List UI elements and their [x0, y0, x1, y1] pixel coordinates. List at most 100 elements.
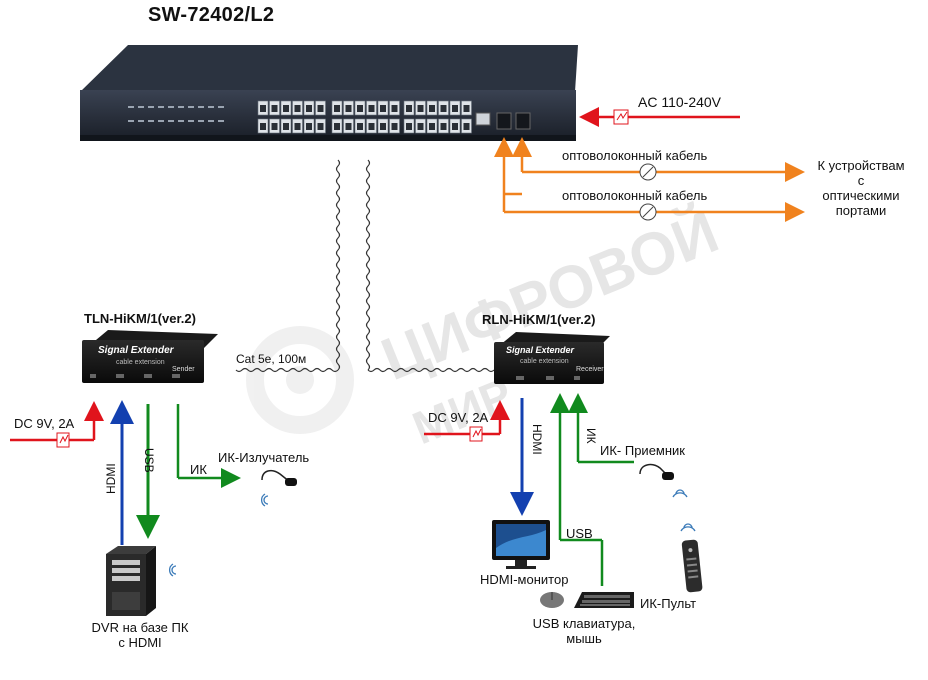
watermark-gear-icon	[246, 326, 354, 434]
cable-label: Cat 5e, 100м	[236, 352, 307, 366]
sender-model-label: TLN-HiKM/1(ver.2)	[84, 311, 196, 326]
pc-tower-icon	[106, 546, 156, 616]
receiver-device-title: Signal Extender	[506, 345, 575, 355]
receiver-device-subtitle: cable extension	[520, 358, 569, 365]
fiber-line-a	[512, 137, 805, 182]
receiver-usb-label: USB	[566, 526, 593, 541]
fiber-coil-icon-1	[639, 163, 657, 181]
ir-receiver-label: ИК- Приемник	[600, 443, 685, 458]
switch-port-socket	[283, 123, 289, 130]
switch-port-socket	[345, 105, 352, 112]
sender-device-title: Signal Extender	[98, 345, 174, 356]
sender-usb-label: USB	[142, 448, 156, 473]
optical-devices-label: К устройствам с оптическими портами	[817, 158, 905, 218]
switch-port-socket	[294, 123, 301, 130]
switch-led	[158, 106, 164, 108]
twisted-pair-cable-2	[365, 159, 371, 371]
wireless-icon-1	[261, 493, 269, 507]
monitor-icon	[492, 520, 550, 569]
wireless-icon-4	[680, 523, 696, 532]
twisted-pair-cable-4	[367, 367, 495, 373]
switch-led	[168, 120, 174, 122]
ac-power-label: AC 110-240V	[638, 94, 722, 110]
switch-led	[208, 120, 214, 122]
switch-port-socket	[452, 105, 458, 112]
ir-receiver-icon	[639, 463, 674, 480]
sender-power-label: DC 9V, 2A	[14, 416, 75, 431]
switch-ports	[257, 100, 472, 134]
receiver-device-tag: Receiver	[576, 366, 604, 373]
twisted-pair-cable-1	[335, 159, 341, 371]
fiber-coil-icon-2	[639, 203, 657, 221]
receiver-device	[494, 332, 610, 384]
switch-led	[188, 106, 194, 108]
switch-led	[168, 106, 174, 108]
ir-emitter-label: ИК-Излучатель	[218, 450, 310, 465]
switch-led	[148, 106, 154, 108]
switch-led	[128, 106, 134, 108]
switch-port-socket	[283, 105, 289, 112]
pc-label: DVR на базе ПК с HDMI	[91, 620, 189, 650]
switch-port-socket	[334, 123, 340, 130]
ir-emitter-icon	[261, 469, 297, 486]
switch-port-socket	[334, 105, 340, 112]
switch-port-socket	[271, 123, 278, 130]
switch-port-socket	[368, 123, 375, 130]
switch-port-socket	[306, 123, 312, 130]
sender-hdmi-label: HDMI	[104, 463, 118, 494]
switch-port-socket	[260, 105, 266, 112]
mouse-icon	[540, 592, 564, 608]
switch-led	[138, 106, 144, 108]
sender-device	[82, 330, 218, 383]
wireless-icon-2	[169, 563, 177, 577]
keyboard-icon	[574, 592, 634, 608]
receiver-ir-label: ИК	[584, 428, 598, 444]
receiver-power-plug-icon	[469, 426, 483, 442]
remote-label: ИК-Пульт	[640, 596, 697, 611]
switch-port-socket	[417, 105, 424, 112]
switch-port-socket	[294, 105, 301, 112]
switch-port-socket	[357, 123, 363, 130]
switch-led	[138, 120, 144, 122]
switch-led	[188, 120, 194, 122]
switch-port-socket	[345, 123, 352, 130]
sender-ir-label: ИК	[190, 462, 207, 477]
switch-port-socket	[368, 105, 375, 112]
sender-power-plug-icon	[56, 432, 70, 448]
switch-port-socket	[440, 105, 447, 112]
switch-port-socket	[406, 105, 412, 112]
switch-leds	[128, 106, 224, 122]
switch-port-socket	[463, 123, 470, 130]
monitor-label: HDMI-монитор	[480, 572, 569, 587]
switch-led	[218, 106, 224, 108]
switch-model-title: SW-72402/L2	[148, 4, 275, 26]
switch-port-socket	[271, 105, 278, 112]
switch-port-socket	[391, 105, 398, 112]
switch-port-socket	[429, 123, 435, 130]
switch-device	[80, 45, 578, 141]
switch-port-socket	[357, 105, 363, 112]
switch-led	[208, 106, 214, 108]
switch-led	[198, 106, 204, 108]
power-plug-icon	[613, 109, 629, 125]
fiber-line-1	[494, 137, 522, 196]
receiver-model-label: RLN-HiKM/1(ver.2)	[482, 312, 596, 327]
switch-led	[198, 120, 204, 122]
wireless-icon-3	[672, 489, 688, 498]
switch-port-socket	[306, 105, 312, 112]
sender-device-tag: Sender	[172, 366, 195, 373]
sender-device-subtitle: cable extension	[116, 359, 165, 366]
switch-port-socket	[380, 123, 386, 130]
switch-led	[158, 120, 164, 122]
fiber-cable-label-1: оптоволоконный кабель	[562, 148, 708, 163]
switch-port-socket	[417, 123, 424, 130]
receiver-hdmi-label: HDMI	[530, 424, 544, 455]
keyboard-mouse-label: USB клавиатура, мышь	[532, 616, 636, 646]
switch-led	[178, 120, 184, 122]
twisted-pair-cable-3	[235, 367, 339, 373]
switch-port-socket	[463, 105, 470, 112]
switch-port-socket	[406, 123, 412, 130]
remote-control-icon	[681, 539, 703, 593]
